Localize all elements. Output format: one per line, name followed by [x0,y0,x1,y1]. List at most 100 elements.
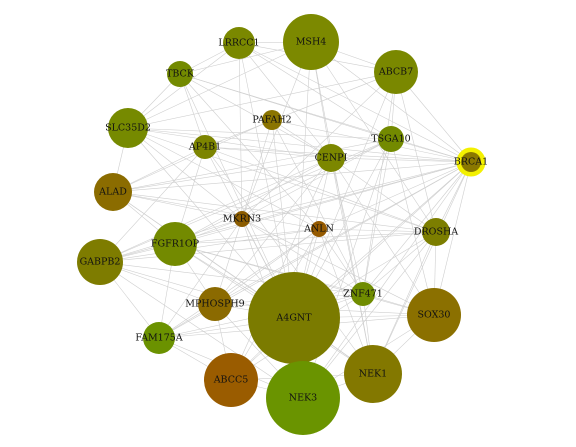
node-circle[interactable] [461,152,481,172]
node-tbck[interactable]: TBCK [166,61,195,87]
node-cenpi[interactable]: CENPI [315,144,348,172]
node-label: LRRCC1 [218,38,259,49]
edge-slc35d2-mkrn3 [127,127,243,220]
node-gabpb2[interactable]: GABPB2 [77,239,123,285]
node-label: ABCC5 [213,375,249,386]
node-circle[interactable] [77,239,123,285]
edge-drosha-znf471 [362,231,437,295]
edge-brca1-anln [318,161,472,230]
node-circle[interactable] [167,61,193,87]
node-circle[interactable] [266,361,340,435]
node-abcc5[interactable]: ABCC5 [204,353,258,407]
edge-abcb7-drosha [395,71,437,233]
node-circle[interactable] [198,287,232,321]
node-lrrcc1[interactable]: LRRCC1 [218,27,260,59]
node-pafah2[interactable]: PAFAH2 [252,110,292,130]
node-circle[interactable] [407,288,461,342]
edge-drosha-gabpb2 [99,231,437,263]
edge-abcb7-znf471 [362,71,397,295]
node-label: TBCK [166,69,195,80]
node-circle[interactable] [283,14,339,70]
edge-brca1-lrrcc1 [238,42,472,163]
node-tsga10[interactable]: TSGA10 [371,126,411,152]
edge-tbck-cenpi [179,73,332,159]
edge-cenpi-alad [112,157,332,193]
node-a4gnt[interactable]: A4GNT [248,272,340,364]
node-circle[interactable] [351,282,375,306]
edge-cenpi-fgfr1op [174,157,332,245]
node-znf471[interactable]: ZNF471 [343,282,383,306]
edge-cenpi-mphosph9 [214,157,332,305]
edge-brca1-nek3 [302,161,472,399]
edge-anln-drosha [318,228,437,233]
edge-lrrcc1-tsga10 [238,42,392,140]
edge-alad-anln [112,191,320,230]
node-label: ABCB7 [378,67,413,78]
node-circle[interactable] [317,144,345,172]
node-circle[interactable] [378,126,404,152]
edge-anln-fgfr1op [174,228,320,245]
edge-anln-mphosph9 [214,228,320,305]
node-label: NEK1 [359,369,387,380]
node-nek3[interactable]: NEK3 [266,361,340,435]
edge-tbck-anln [179,73,320,230]
node-anln[interactable]: ANLN [303,221,334,237]
node-label: GABPB2 [80,257,121,268]
node-label: SLC35D2 [105,123,151,134]
node-alad[interactable]: ALAD [94,173,132,211]
node-label: TSGA10 [371,134,410,145]
node-sox30[interactable]: SOX30 [407,288,461,342]
node-ap4b1[interactable]: AP4B1 [188,135,221,159]
edge-gabpb2-nek3 [99,261,304,399]
edge-brca1-nek1 [372,161,472,375]
node-circle[interactable] [422,218,450,246]
node-nek1[interactable]: NEK1 [344,345,402,403]
node-circle[interactable] [344,345,402,403]
node-label: AP4B1 [188,142,221,153]
edge-tbck-tsga10 [179,73,392,140]
edge-slc35d2-cenpi [127,127,332,159]
node-fgfr1op[interactable]: FGFR1OP [151,222,200,266]
edge-msh4-a4gnt [293,41,312,319]
node-circle[interactable] [234,211,250,227]
edge-tsga10-alad [112,138,392,193]
edge-msh4-nek1 [310,41,374,375]
node-circle[interactable] [204,353,258,407]
node-circle[interactable] [248,272,340,364]
edge-brca1-mkrn3 [241,161,472,220]
edge-ap4b1-nek1 [204,146,374,375]
edge-anln-znf471 [318,228,364,295]
node-abcb7[interactable]: ABCB7 [374,50,418,94]
edge-pafah2-znf471 [271,119,364,295]
edge-brca1-znf471 [362,161,472,295]
edge-drosha-fgfr1op [174,231,437,245]
node-circle[interactable] [153,222,197,266]
node-circle[interactable] [193,135,217,159]
node-mphosph9[interactable]: MPHOSPH9 [185,287,245,321]
edge-alad-mkrn3 [112,191,243,220]
node-circle[interactable] [94,173,132,211]
node-circle[interactable] [223,27,255,59]
node-circle[interactable] [311,221,327,237]
node-fam175a[interactable]: FAM175A [135,322,183,354]
edge-abcb7-ap4b1 [204,71,397,148]
node-circle[interactable] [262,110,282,130]
node-circle[interactable] [374,50,418,94]
node-label: MPHOSPH9 [185,299,244,310]
edge-msh4-drosha [310,41,437,233]
node-brca1[interactable]: BRCA1 [454,147,488,177]
node-msh4[interactable]: MSH4 [283,14,339,70]
edge-slc35d2-tsga10 [127,127,392,140]
node-label: CENPI [315,153,348,164]
edge-ap4b1-gabpb2 [99,146,206,263]
node-label: ZNF471 [343,289,383,300]
edge-lrrcc1-cenpi [238,42,332,159]
node-circle[interactable] [108,108,148,148]
edge-cenpi-znf471 [330,157,364,295]
node-drosha[interactable]: DROSHA [414,218,458,246]
node-circle[interactable] [143,322,175,354]
node-mkrn3[interactable]: MKRN3 [223,211,261,227]
node-slc35d2[interactable]: SLC35D2 [105,108,151,148]
